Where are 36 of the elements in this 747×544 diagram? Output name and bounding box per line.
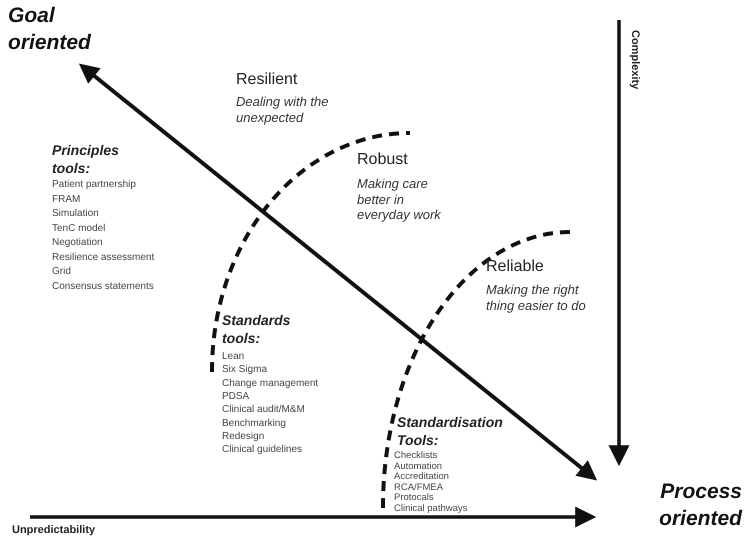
tool-list-item: Simulation	[52, 207, 99, 221]
zone-description: Making the right thing easier to do	[486, 282, 587, 314]
tool-list-item: Redesign	[222, 430, 264, 444]
tool-list-item: Clinical pathways	[394, 504, 468, 515]
tool-list-item: Clinical guidelines	[222, 443, 302, 456]
tool-list-item: Six Sigma	[222, 363, 268, 377]
double-headed-arrow	[78, 64, 598, 480]
zone-title: Resilient	[236, 70, 298, 90]
tool-list-item: Protocals	[394, 493, 434, 504]
zone-description: Making care better in everyday work	[357, 176, 442, 223]
tool-list-item: Negotiation	[52, 236, 103, 250]
axis-label: Unpredictability	[12, 524, 96, 538]
tool-list-item: FRAM	[52, 192, 80, 206]
tool-list-item: Grid	[52, 265, 71, 279]
tool-list-item: Automation	[394, 462, 442, 472]
axis-label: Complexity	[628, 30, 642, 90]
tool-list-item: RCA/FMEA	[394, 482, 444, 493]
tool-list-item: Clinical audit/M&M	[222, 403, 305, 416]
tool-list-item: Lean	[222, 350, 244, 364]
tool-list-item: Accreditation	[394, 472, 449, 483]
tool-list-item: Consensus statements	[52, 280, 154, 294]
tool-list-item: PDSA	[222, 390, 250, 404]
zone-title: Reliable	[486, 257, 545, 276]
orientation-label: Process oriented	[604, 478, 742, 533]
tool-list-item: Resilience assessment	[52, 250, 154, 264]
tool-list-item: TenC model	[52, 222, 106, 236]
tool-list-heading: Standards tools:	[222, 312, 292, 347]
zone-description: Dealing with the unexpected	[236, 94, 330, 126]
tool-list-item: Patient partnership	[52, 178, 136, 192]
tool-list-item: Change management	[222, 376, 318, 390]
tool-list-item: Benchmarking	[222, 416, 286, 430]
tool-list-heading: Principles tools:	[52, 142, 120, 177]
zone-title: Robust	[357, 150, 409, 170]
orientation-label: Goal oriented	[8, 2, 138, 57]
tool-list-item: Checklists	[394, 451, 438, 462]
tool-list-heading: Standardisation Tools:	[397, 414, 504, 449]
